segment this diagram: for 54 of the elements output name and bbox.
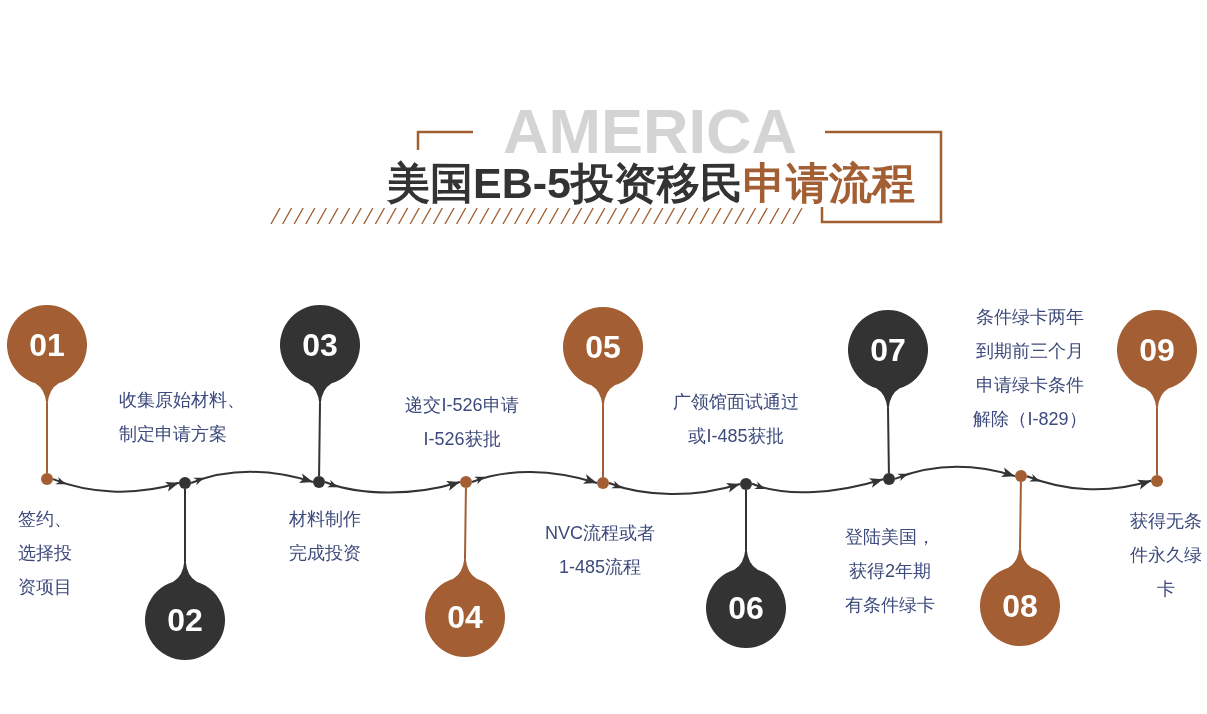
step-description: NVC流程或者 1-485流程 bbox=[544, 522, 656, 579]
timeline-dot bbox=[179, 477, 191, 489]
numbered-pin bbox=[7, 305, 87, 403]
step-description: 登陆美国，获得2年期有条件绿卡 bbox=[844, 526, 936, 617]
connector-line bbox=[318, 402, 321, 477]
curved-arrow bbox=[471, 471, 598, 485]
step-description: 递交I-526申请I-526获批 bbox=[404, 394, 520, 451]
timeline-dot bbox=[597, 477, 609, 489]
connector-line bbox=[745, 489, 747, 551]
step-number: 09 bbox=[1139, 334, 1175, 366]
timeline-dot bbox=[1151, 475, 1163, 487]
step-number: 03 bbox=[302, 329, 338, 361]
numbered-pin bbox=[563, 307, 643, 405]
connector-line bbox=[887, 407, 890, 474]
connector-line bbox=[46, 402, 48, 474]
timeline-dot bbox=[313, 476, 325, 488]
step-description: 条件绿卡两年到期前三个月申请绿卡条件解除（I-829） bbox=[972, 306, 1088, 431]
numbered-pin bbox=[425, 559, 505, 657]
numbered-pin bbox=[280, 305, 360, 403]
connector-line bbox=[464, 487, 467, 560]
curved-arrow bbox=[324, 479, 461, 494]
curved-arrow bbox=[52, 476, 180, 493]
numbered-pin bbox=[980, 548, 1060, 646]
curved-arrow bbox=[608, 480, 741, 495]
timeline-dot bbox=[883, 473, 895, 485]
step-number: 05 bbox=[585, 331, 621, 363]
step-description: 收集原始材料、制定申请方案 bbox=[119, 389, 246, 446]
step-description: 材料制作完成投资 bbox=[288, 508, 362, 565]
step-number: 07 bbox=[870, 334, 906, 366]
timeline-dot bbox=[740, 478, 752, 490]
numbered-pin bbox=[1117, 310, 1197, 408]
step-number: 04 bbox=[447, 601, 483, 633]
step-description: 签约、选择投资项目 bbox=[18, 508, 73, 599]
connector-line bbox=[184, 488, 186, 563]
step-number: 02 bbox=[167, 604, 203, 636]
curved-arrow bbox=[1026, 473, 1152, 491]
curved-arrow bbox=[190, 471, 314, 486]
step-number: 01 bbox=[29, 329, 65, 361]
step-number: 06 bbox=[728, 592, 764, 624]
curved-arrow bbox=[894, 465, 1016, 482]
step-description: 获得无条件永久绿卡 bbox=[1129, 510, 1203, 601]
timeline-dot bbox=[41, 473, 53, 485]
connector-line bbox=[1156, 407, 1158, 476]
timeline-dot bbox=[460, 476, 472, 488]
title: 美国EB-5投资移民申请流程 bbox=[387, 158, 915, 208]
curved-arrow bbox=[751, 478, 884, 494]
step-number: 08 bbox=[1002, 590, 1038, 622]
numbered-pin bbox=[145, 562, 225, 660]
numbered-pin bbox=[706, 550, 786, 648]
connector-line bbox=[602, 404, 604, 478]
step-description: 广领馆面试通过或I-485获批 bbox=[672, 391, 800, 448]
connector-line bbox=[1019, 481, 1022, 549]
numbered-pin bbox=[848, 310, 928, 408]
timeline-dot bbox=[1015, 470, 1027, 482]
